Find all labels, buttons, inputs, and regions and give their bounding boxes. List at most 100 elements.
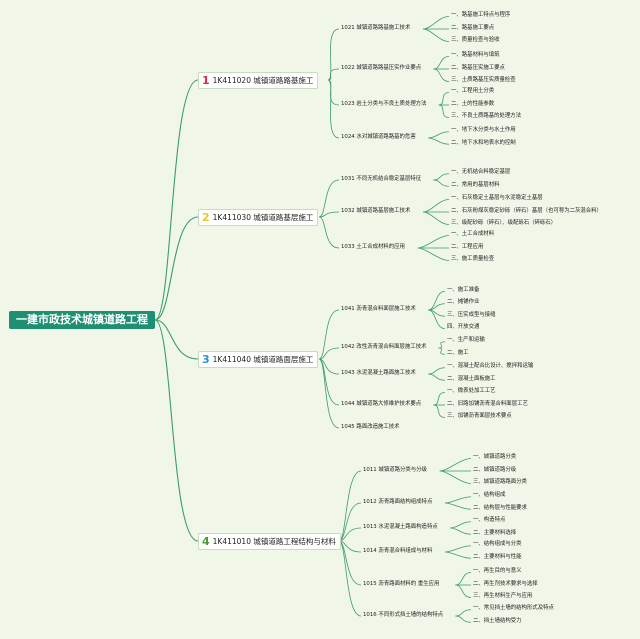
branch-label: 1K411010 城镇道路工程结构与材料 xyxy=(212,537,336,546)
leaf-connector xyxy=(422,28,450,42)
leaf-node[interactable]: 一、再生目的与意义 xyxy=(473,568,522,574)
leaf-node[interactable]: 三、施工质量检查 xyxy=(451,256,495,262)
topic-node[interactable]: 1014 沥青混合料组成与材料 xyxy=(363,547,433,554)
leaf-node[interactable]: 二、路基施工要点 xyxy=(451,24,495,31)
leaf-node[interactable]: 三、土质路基压实质量检查 xyxy=(451,77,516,83)
topic-connector xyxy=(318,347,340,360)
topic-node[interactable]: 1023 岩土分类与不良土质处理方法 xyxy=(341,100,427,107)
leaf-node[interactable]: 一、无机结合料稳定基层 xyxy=(451,169,511,176)
leaf-node[interactable]: 二、旧路加铺沥青混合料面层工艺 xyxy=(447,400,528,407)
leaf-node[interactable]: 三、加铺沥青面层技术要点 xyxy=(447,413,512,419)
branch-number: 1 xyxy=(202,74,210,87)
leaf-node[interactable]: 三、质量检查与验收 xyxy=(451,37,500,43)
topic-node[interactable]: 1044 城镇道路大修维护技术要点 xyxy=(341,400,422,407)
topic-connector xyxy=(327,28,340,81)
leaf-connector xyxy=(422,211,450,225)
leaf-node[interactable]: 三、再生材料生产与应用 xyxy=(473,593,533,599)
leaf-node[interactable]: 二、结构层与性能要求 xyxy=(473,504,527,511)
branch-connector xyxy=(154,319,199,360)
leaf-node[interactable]: 二、城镇道路分级 xyxy=(473,466,517,473)
topic-connector xyxy=(318,309,340,360)
leaf-node[interactable]: 二、常用的基层材料 xyxy=(451,181,500,188)
leaf-connector xyxy=(433,392,446,406)
topic-node[interactable]: 1043 水泥混凝土路面施工技术 xyxy=(341,369,416,376)
root-node[interactable]: 一建市政技术城镇道路工程 xyxy=(9,311,155,329)
leaf-connector xyxy=(428,131,450,139)
leaf-node[interactable]: 三、城镇道路路面分类 xyxy=(473,479,527,485)
branch-label: 1K411040 城镇道路面层施工 xyxy=(212,355,314,364)
leaf-connector xyxy=(455,609,472,617)
leaf-node[interactable]: 一、结构组成 xyxy=(473,492,506,499)
leaf-node[interactable]: 一、路基材料与填筑 xyxy=(451,52,500,58)
topic-node[interactable]: 1012 沥青路面结构组成特点 xyxy=(363,498,433,505)
leaf-node[interactable]: 一、生产和运输 xyxy=(447,337,485,344)
topic-node[interactable]: 1042 改性沥青混合料面层施工技术 xyxy=(341,343,427,350)
branch-connector xyxy=(154,79,199,321)
leaf-node[interactable]: 二、摊铺作业 xyxy=(447,299,480,306)
topic-node[interactable]: 1032 城镇道路基层施工技术 xyxy=(341,207,411,214)
topic-node[interactable]: 1021 城镇道路路基施工技术 xyxy=(341,24,411,31)
leaf-node[interactable]: 二、主要材料与性能 xyxy=(473,553,522,560)
leaf-node[interactable]: 二、石灰粉煤灰稳定砂砾（碎石）基层（也可称为二灰混合料） xyxy=(451,207,602,214)
leaf-node[interactable]: 一、常见挡土墙的结构形式及特点 xyxy=(473,605,554,612)
leaf-connector xyxy=(438,341,446,349)
topic-node[interactable]: 1041 沥青混合料面层施工技术 xyxy=(341,305,416,312)
topic-connector xyxy=(327,68,340,81)
leaf-node[interactable]: 一、城镇道路分类 xyxy=(473,454,517,460)
leaf-node[interactable]: 三、压实成型与接缝 xyxy=(447,311,496,318)
leaf-connector xyxy=(439,470,472,484)
leaf-connector xyxy=(455,572,472,586)
topic-node[interactable]: 1033 土工合成材料的应用 xyxy=(341,243,405,250)
leaf-node[interactable]: 二、挡土墙结构受力 xyxy=(473,617,522,624)
leaf-node[interactable]: 一、微表处加工工艺 xyxy=(447,388,496,394)
leaf-node[interactable]: 二、再生剂技术要求与选择 xyxy=(473,580,538,587)
leaf-connector xyxy=(417,235,450,249)
leaf-node[interactable]: 二、施工 xyxy=(447,349,469,356)
topic-node[interactable]: 1024 水对城镇道路路基的危害 xyxy=(341,133,416,140)
leaf-connector xyxy=(450,521,472,529)
leaf-node[interactable]: 二、路基压实施工要点 xyxy=(451,64,505,71)
leaf-node[interactable]: 四、开放交通 xyxy=(447,324,480,331)
topic-connector xyxy=(327,79,340,139)
leaf-node[interactable]: 二、土的性能参数 xyxy=(451,100,495,107)
leaf-node[interactable]: 一、结构组成与分类 xyxy=(473,541,522,548)
topic-node[interactable]: 1045 路面改造施工技术 xyxy=(341,423,400,430)
leaf-connector xyxy=(428,137,450,145)
topic-node[interactable]: 1016 不同形式挡土墙的结构特点 xyxy=(363,611,444,618)
leaf-connector xyxy=(428,290,446,311)
branch-connector xyxy=(154,216,199,321)
topic-node[interactable]: 1015 沥青路面材料的 重生应用 xyxy=(363,580,440,587)
leaf-connector xyxy=(428,373,446,381)
leaf-node[interactable]: 二、地下水和地表水的控制 xyxy=(451,139,516,146)
leaf-node[interactable]: 一、路基施工特点与程序 xyxy=(451,12,511,18)
leaf-node[interactable]: 一、石灰稳定土基层与水泥稳定土基层 xyxy=(451,195,543,201)
topic-node[interactable]: 1022 城镇道路路基压实作业要点 xyxy=(341,64,422,71)
topic-connector xyxy=(318,358,340,429)
topic-connector xyxy=(318,211,340,218)
leaf-node[interactable]: 三、级配砂砾（碎石）、级配砾石（碎砾石） xyxy=(451,220,557,226)
leaf-node[interactable]: 二、主要材料选择 xyxy=(473,529,517,536)
topic-node[interactable]: 1031 不同无机结合稳定基层特征 xyxy=(341,175,422,182)
topic-connector xyxy=(318,216,340,249)
topic-node[interactable]: 1013 水泥混凝土路面构造特点 xyxy=(363,523,438,530)
leaf-node[interactable]: 一、混凝土配合比设计、搅拌和运输 xyxy=(447,363,534,370)
leaf-connector xyxy=(433,56,450,70)
leaf-node[interactable]: 二、混凝土面板施工 xyxy=(447,375,496,382)
leaf-node[interactable]: 一、构造特点 xyxy=(473,517,506,524)
leaf-node[interactable]: 三、不良土质路基的处理方法 xyxy=(451,113,522,119)
leaf-node[interactable]: 一、施工准备 xyxy=(447,286,480,293)
leaf-node[interactable]: 一、地下水分类与水土作用 xyxy=(451,127,516,134)
leaf-connector xyxy=(422,16,450,30)
leaf-node[interactable]: 一、土工合成材料 xyxy=(451,231,495,237)
leaf-node[interactable]: 一、工程用土分类 xyxy=(451,88,495,94)
topic-node[interactable]: 1011 城镇道路分类与分级 xyxy=(363,466,427,473)
leaf-node[interactable]: 二、工程应用 xyxy=(451,243,484,250)
leaf-connector xyxy=(455,584,472,598)
leaf-connector xyxy=(422,199,450,213)
